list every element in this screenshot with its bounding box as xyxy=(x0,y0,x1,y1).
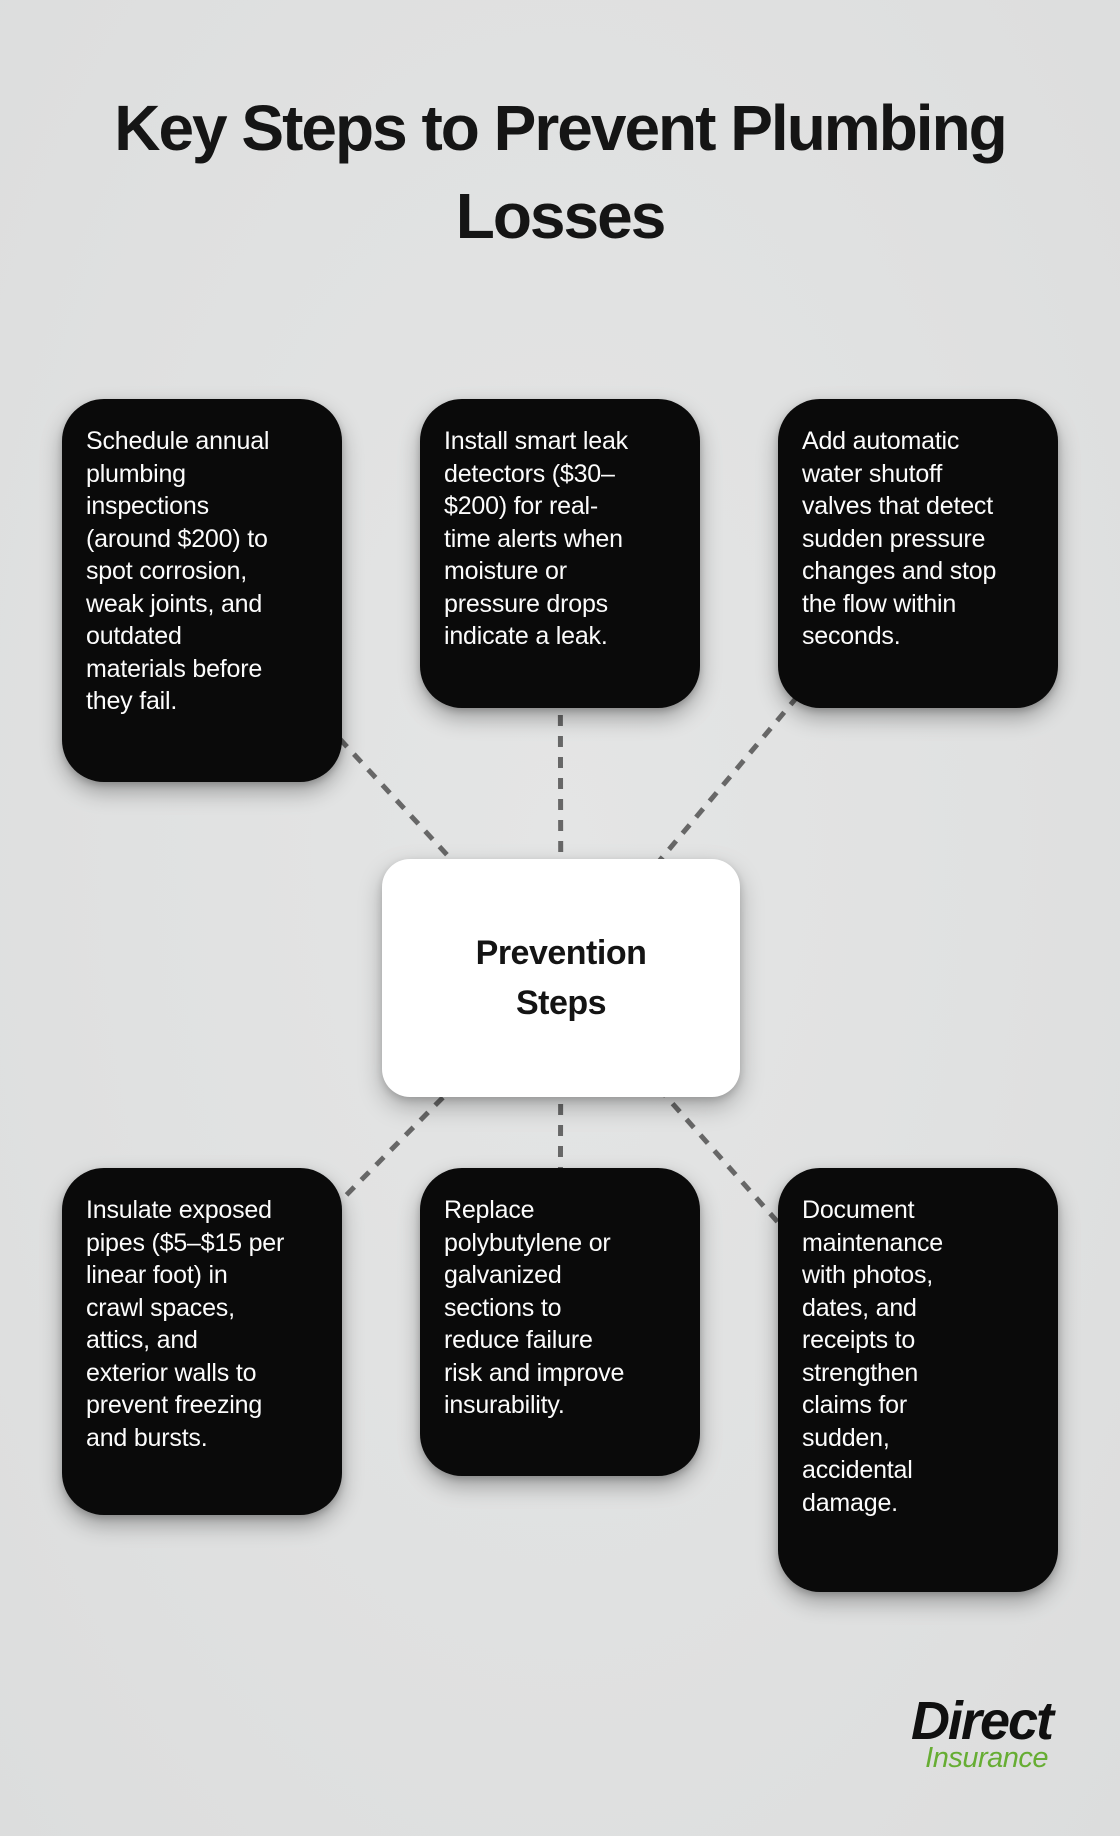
logo-tagline: Insurance xyxy=(925,1742,1048,1774)
step-box-inspections: Schedule annual plumbing inspections (ar… xyxy=(62,399,342,782)
step-text: Replace polybutylene or galvanized secti… xyxy=(444,1196,625,1419)
connector-line-bottom-center xyxy=(557,977,564,1323)
step-text: Insulate exposed pipes ($5–$15 per linea… xyxy=(86,1196,285,1452)
step-box-shutoff-valves: Add automatic water shutoff valves that … xyxy=(778,399,1058,708)
step-box-leak-detectors: Install smart leak detectors ($30– $200)… xyxy=(420,399,700,708)
step-text: Install smart leak detectors ($30– $200)… xyxy=(444,427,628,650)
center-node: Prevention Steps xyxy=(382,859,740,1097)
step-text: Schedule annual plumbing inspections (ar… xyxy=(86,427,270,715)
step-text: Add automatic water shutoff valves that … xyxy=(802,427,997,650)
step-box-replace-sections: Replace polybutylene or galvanized secti… xyxy=(420,1168,700,1476)
step-box-insulate-pipes: Insulate exposed pipes ($5–$15 per linea… xyxy=(62,1168,342,1515)
step-box-document-maintenance: Document maintenance with photos, dates,… xyxy=(778,1168,1058,1592)
logo-wordmark: Direct xyxy=(910,1691,1054,1751)
step-text: Document maintenance with photos, dates,… xyxy=(802,1196,943,1517)
center-node-label: Prevention Steps xyxy=(475,934,647,1022)
brand-logo: Direct Insurance xyxy=(910,1691,1054,1774)
page-title: Key Steps to Prevent Plumbing Losses xyxy=(114,92,1008,252)
